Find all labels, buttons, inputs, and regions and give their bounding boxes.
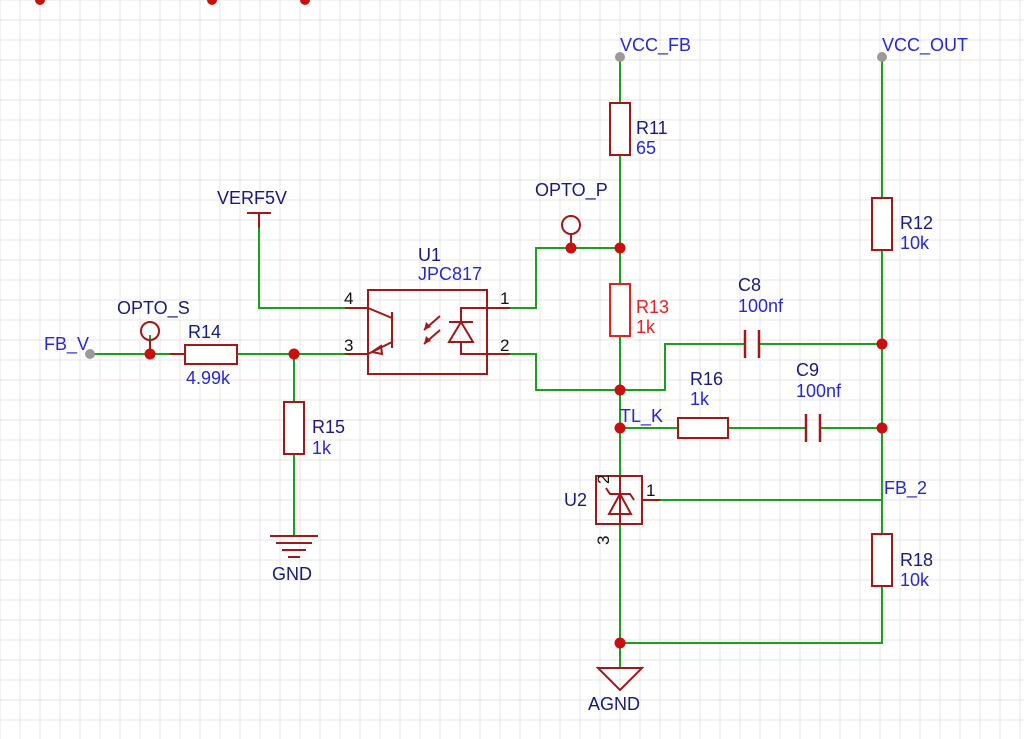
capacitor-c9[interactable] bbox=[804, 414, 822, 442]
net-label-verf5v: VERF5V bbox=[217, 188, 287, 208]
pin-u1-2: 2 bbox=[500, 336, 509, 355]
net-label-vcc-fb: VCC_FB bbox=[620, 35, 691, 56]
value-r13: 1k bbox=[636, 317, 656, 337]
resistor-r11[interactable] bbox=[609, 102, 631, 156]
resistor-r15[interactable] bbox=[283, 401, 305, 455]
shunt-regulator-u2[interactable] bbox=[595, 475, 660, 525]
value-r15: 1k bbox=[312, 438, 332, 458]
resistor-r12[interactable] bbox=[871, 197, 893, 251]
junctions bbox=[144, 242, 888, 649]
value-r18: 10k bbox=[900, 570, 930, 590]
designator-r13: R13 bbox=[636, 297, 669, 317]
net-label-fb-2: FB_2 bbox=[884, 478, 927, 499]
net-label-vcc-out: VCC_OUT bbox=[882, 35, 968, 56]
designator-r11: R11 bbox=[636, 118, 668, 138]
net-label-tl-k: TL_K bbox=[620, 406, 663, 427]
net-label-fb-v: FB_V bbox=[44, 334, 89, 355]
verf5v-power-symbol[interactable] bbox=[247, 212, 271, 228]
net-port-dots bbox=[85, 52, 887, 359]
wire-c8-left[interactable] bbox=[619, 343, 746, 391]
wire-u1-pin1[interactable] bbox=[486, 247, 621, 309]
wire-u1-pin2[interactable] bbox=[486, 353, 621, 391]
pin-u1-3: 3 bbox=[344, 336, 353, 355]
designator-c8: C8 bbox=[738, 275, 761, 295]
gnd-symbol[interactable] bbox=[270, 535, 318, 558]
designator-r16: R16 bbox=[690, 369, 723, 389]
designator-r14: R14 bbox=[188, 322, 221, 342]
pin-u2-3: 3 bbox=[594, 536, 613, 545]
value-u1: JPC817 bbox=[418, 264, 482, 284]
testpoint-label-opto-p: OPTO_P bbox=[535, 180, 608, 201]
port-dot-vccout bbox=[877, 52, 887, 62]
designator-r12: R12 bbox=[900, 213, 933, 233]
resistor-r18[interactable] bbox=[871, 533, 893, 587]
value-c8: 100nf bbox=[738, 296, 784, 316]
value-r16: 1k bbox=[690, 389, 710, 409]
pin-u2-2: 2 bbox=[594, 475, 613, 484]
designator-u1: U1 bbox=[418, 245, 441, 265]
labels: VCC_FB VCC_OUT FB_V VERF5V TL_K FB_2 GND… bbox=[44, 35, 968, 714]
designator-r15: R15 bbox=[312, 417, 345, 437]
value-c9: 100nf bbox=[796, 381, 842, 401]
resistor-r14[interactable] bbox=[170, 344, 238, 365]
testpoint-label-opto-s: OPTO_S bbox=[117, 298, 190, 319]
resistor-r13[interactable] bbox=[609, 283, 631, 337]
value-r12: 10k bbox=[900, 233, 930, 253]
capacitor-c8[interactable] bbox=[743, 330, 761, 358]
wire-verf5v-pin4[interactable] bbox=[258, 225, 369, 309]
value-r14: 4.99k bbox=[186, 368, 231, 388]
designator-u2: U2 bbox=[564, 490, 587, 510]
net-label-gnd: GND bbox=[272, 564, 312, 584]
offscreen-junction-marks bbox=[35, 0, 310, 5]
value-r11: 65 bbox=[636, 138, 656, 158]
port-dot-vccfb bbox=[615, 52, 625, 62]
port-dot-fbv bbox=[85, 349, 95, 359]
pin-u1-4: 4 bbox=[344, 289, 353, 308]
optocoupler-u1[interactable] bbox=[345, 289, 510, 375]
pin-u2-1: 1 bbox=[646, 481, 655, 500]
agnd-symbol[interactable] bbox=[595, 667, 645, 692]
wires bbox=[89, 56, 883, 669]
pin-u1-1: 1 bbox=[500, 289, 509, 308]
designator-c9: C9 bbox=[796, 360, 819, 380]
resistor-r16[interactable] bbox=[677, 417, 729, 439]
designator-r18: R18 bbox=[900, 550, 933, 570]
net-label-agnd: AGND bbox=[588, 694, 640, 714]
